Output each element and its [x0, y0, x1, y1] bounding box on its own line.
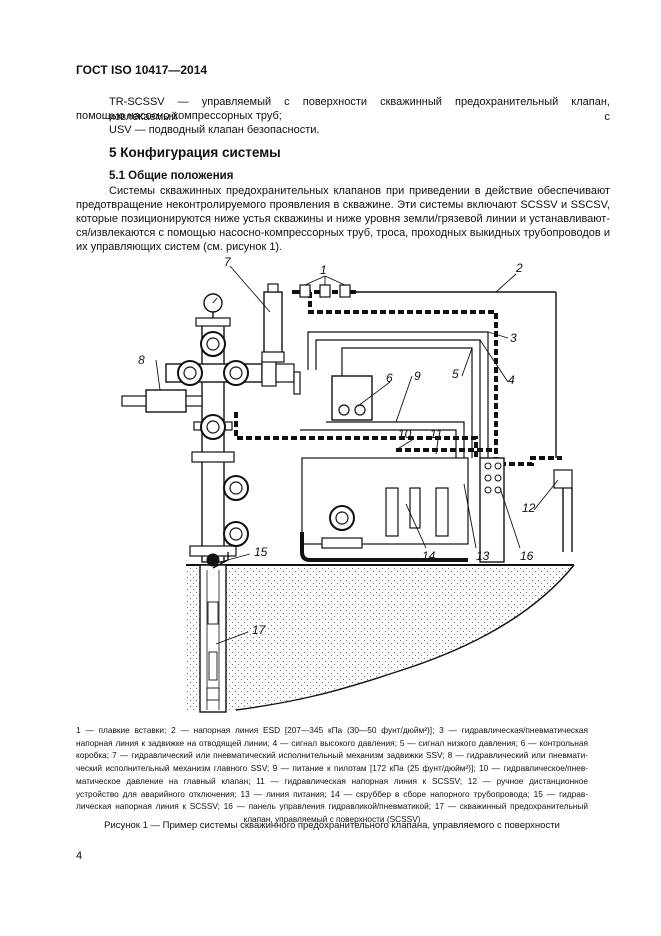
label-11: 11	[430, 427, 442, 441]
legend-line-5: матическое давление на главный клапан; 1…	[76, 775, 588, 786]
definition-line-2: помощью насосно-компрессорных труб;	[76, 110, 282, 122]
legend-line-8: клапан, управляемый с поверхности (SCSSV…	[243, 813, 421, 824]
leader-lines	[155, 265, 559, 645]
label-9: 9	[414, 369, 421, 383]
label-15: 15	[254, 545, 268, 559]
legend-line-4: ческий исполнительный механизм главного …	[76, 763, 588, 774]
figure-labels: 1 2 3 4 5 6 7 8 9 10 11 12 13 14 15 16 1…	[138, 255, 536, 637]
label-5: 5	[452, 367, 459, 381]
label-13: 13	[476, 549, 490, 563]
label-16: 16	[520, 549, 534, 563]
body-line-4: ся/извлекаются с помощью насосно-компрес…	[76, 227, 610, 239]
figure-1-diagram: 1 2 3 4 5 6 7 8 9 10 11 12 13 14 15 16 1…	[121, 255, 575, 713]
label-10: 10	[398, 427, 412, 441]
signal-lines	[300, 331, 489, 458]
legend-line-2: напорная линия к задвижке на отводящей л…	[76, 737, 588, 748]
definition-line-1: TR-SCSSV — управляемый с поверхности скв…	[109, 96, 610, 123]
label-3: 3	[510, 331, 517, 345]
ssv-actuator-7	[261, 283, 285, 363]
label-1: 1	[320, 263, 327, 277]
ground-section	[186, 564, 575, 711]
body-line-3: которые позиционируются ниже устья скваж…	[76, 213, 610, 225]
label-2: 2	[515, 261, 523, 275]
legend-line-1: 1 — плавкие вставки; 2 — напорная линия …	[76, 725, 588, 735]
legend-line-6: устройство для аварийного отключения; 13…	[76, 788, 588, 799]
legend-line-3: коробка; 7 — гидравлический или пневмати…	[76, 750, 588, 761]
control-box-6	[331, 375, 373, 421]
label-4: 4	[508, 373, 515, 387]
figure-legend: 1 — плавкие вставки; 2 — напорная линия …	[76, 724, 588, 826]
esd-station-12	[553, 469, 573, 552]
body-line-1: Системы скважинных предохранительных кла…	[109, 185, 610, 197]
section-title: 5 Конфигурация системы	[109, 145, 281, 160]
wellhead-tree	[165, 293, 301, 563]
label-7: 7	[224, 255, 232, 269]
control-panel-16	[479, 457, 505, 563]
well-bore	[199, 564, 227, 713]
figure-caption: Рисунок 1 — Пример системы скважинного п…	[104, 820, 560, 831]
document-header: ГОСТ ISO 10417—2014	[76, 63, 208, 77]
ssv-actuator-8	[121, 389, 203, 413]
definition-line-3: USV — подводный клапан безопасности.	[109, 124, 320, 136]
label-6: 6	[386, 371, 393, 385]
label-8: 8	[138, 353, 145, 367]
label-12: 12	[522, 501, 536, 515]
scrubber-assembly-14	[300, 457, 469, 562]
legend-line-7: лическая напорная линия к SCSSV; 16 — па…	[76, 801, 588, 812]
body-line-5: их управляющих систем (см. рисунок 1).	[76, 241, 283, 253]
body-line-2: предотвращение неконтролируемого проявле…	[76, 199, 610, 211]
label-17: 17	[252, 623, 267, 637]
subsection-title: 5.1 Общие положения	[109, 170, 234, 182]
page-number: 4	[76, 850, 83, 862]
label-14: 14	[422, 549, 436, 563]
